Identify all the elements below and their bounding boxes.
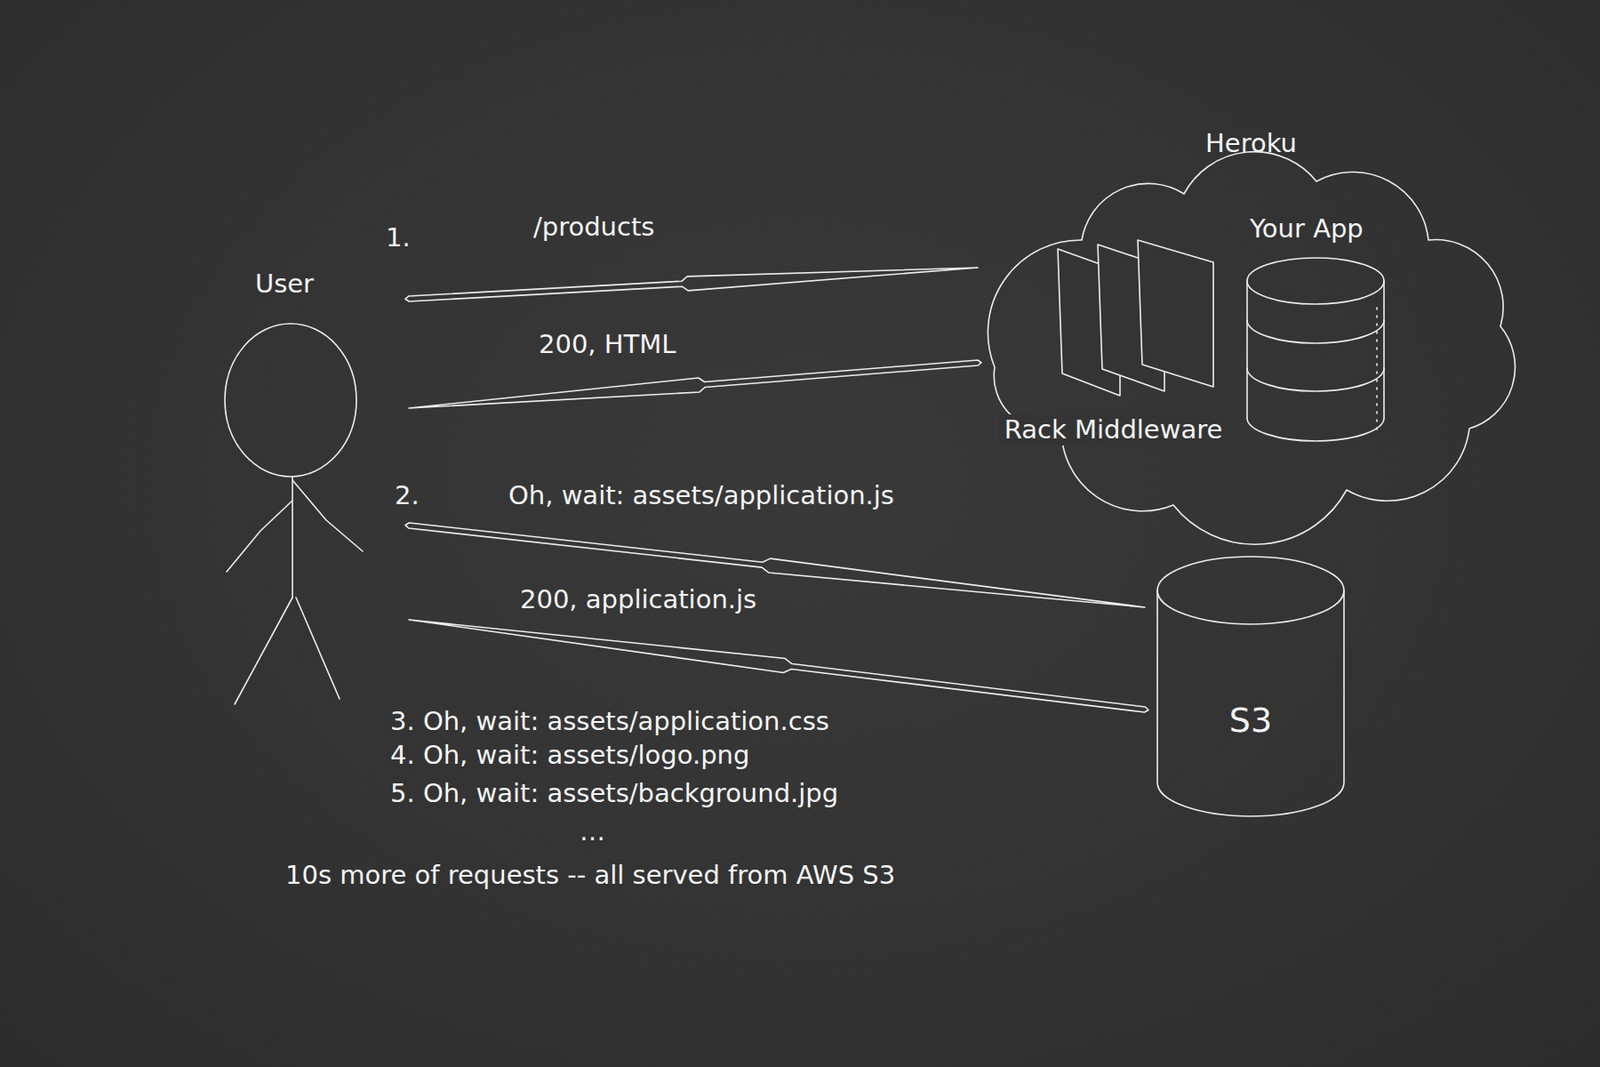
- node-label: Heroku: [1205, 128, 1297, 160]
- node-label: Your App: [1249, 213, 1364, 245]
- middleware-stack: Rack Middleware: [986, 240, 1240, 449]
- figure-limb: [292, 480, 363, 552]
- figure-head: [224, 323, 357, 477]
- cylinder-band: [1247, 417, 1384, 441]
- figure-limb: [234, 597, 293, 704]
- edge-label: /products: [533, 211, 655, 243]
- node-label: Rack Middleware: [999, 414, 1229, 446]
- node-outline: [217, 266, 400, 712]
- middleware-page: [1137, 240, 1214, 387]
- cylinder-band: [1247, 320, 1384, 344]
- node-label: User: [255, 268, 314, 300]
- figure-limb: [291, 476, 294, 598]
- note-text: 4. Oh, wait: assets/logo.png: [390, 739, 750, 771]
- request-arrow: [405, 522, 1145, 608]
- storage-cylinder: S3: [1153, 552, 1348, 820]
- edge-label: 200, HTML: [538, 328, 677, 360]
- note-text: 3. Oh, wait: assets/application.css: [390, 705, 830, 737]
- figure-limb: [226, 500, 293, 572]
- edge-label: Oh, wait: assets/application.js: [508, 480, 895, 512]
- app-database: Your App: [1242, 211, 1403, 456]
- user-figure: User: [217, 266, 400, 712]
- cylinder-shading: [1376, 307, 1378, 432]
- note-text: 5. Oh, wait: assets/background.jpg: [390, 777, 839, 809]
- note-text: 2.: [394, 480, 420, 512]
- cylinder-top: [1157, 556, 1344, 624]
- figure-limb: [296, 597, 340, 699]
- cylinder-top: [1247, 257, 1384, 304]
- note-text: …: [579, 816, 606, 848]
- note-text: 1.: [385, 222, 411, 254]
- cylinder-body: [1157, 590, 1344, 816]
- request-arrow: [408, 360, 982, 408]
- cylinder-side: [1247, 280, 1384, 418]
- node-outline: [1242, 211, 1403, 456]
- edge-label: 200, application.js: [520, 584, 757, 616]
- cloud-region: HerokuRack Middleware Your App: [986, 124, 1516, 520]
- request-arrow: [408, 619, 1149, 712]
- request-arrow: [405, 267, 978, 302]
- note-text: 10s more of requests -- all served from …: [285, 859, 896, 891]
- node-outline: [1153, 552, 1348, 820]
- cylinder-band: [1247, 368, 1384, 392]
- node-label: S3: [1229, 700, 1272, 742]
- cloud-outline: [987, 152, 1515, 545]
